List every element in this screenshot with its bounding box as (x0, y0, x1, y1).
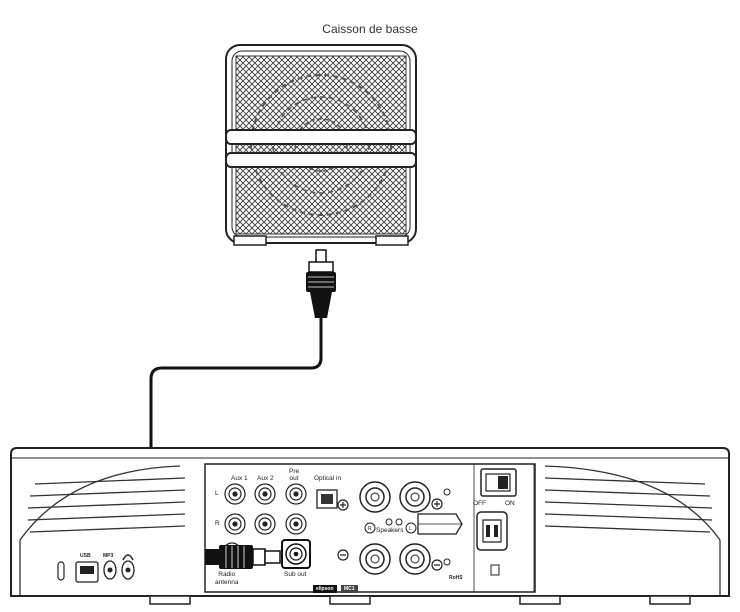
label-rohs: RoHS (449, 575, 463, 581)
headphone-icon (122, 554, 134, 561)
optical-input (316, 489, 349, 511)
sub-out-jack (281, 539, 311, 569)
label-speakers: Speakers (376, 527, 404, 534)
power-section (473, 463, 535, 593)
label-pre-out: Pre out (289, 468, 300, 482)
label-on: ON (505, 500, 515, 507)
brand-name: elipson (313, 585, 337, 593)
label-speaker-right: R (368, 526, 372, 532)
rca-plug-subwoofer (306, 249, 336, 318)
front-ports (57, 560, 135, 583)
label-optical-in: Optical in (314, 475, 342, 482)
brand-model: MC1 (340, 585, 358, 593)
label-off: OFF (473, 500, 486, 507)
label-aux-1: Aux 1 (231, 475, 248, 482)
label-sub-out: Sub out (284, 571, 307, 578)
label-mp3: MP3 (103, 553, 114, 559)
label-speaker-left: L (409, 526, 412, 532)
label-radio-antenna: Radio antenna (215, 571, 239, 586)
rca-plug-amplifier (205, 545, 281, 569)
label-left-channel: L (215, 490, 219, 497)
diagram-title: Caisson de basse (322, 22, 418, 36)
label-right-channel: R (215, 520, 220, 527)
polarity-markers (337, 498, 443, 571)
label-usb: USB (80, 553, 91, 559)
brand-badge: elipson MC1 (313, 577, 358, 595)
label-aux-2: Aux 2 (257, 475, 274, 482)
voltage-selector (417, 513, 463, 535)
subwoofer (225, 44, 417, 246)
speaker-terminals (359, 481, 451, 575)
